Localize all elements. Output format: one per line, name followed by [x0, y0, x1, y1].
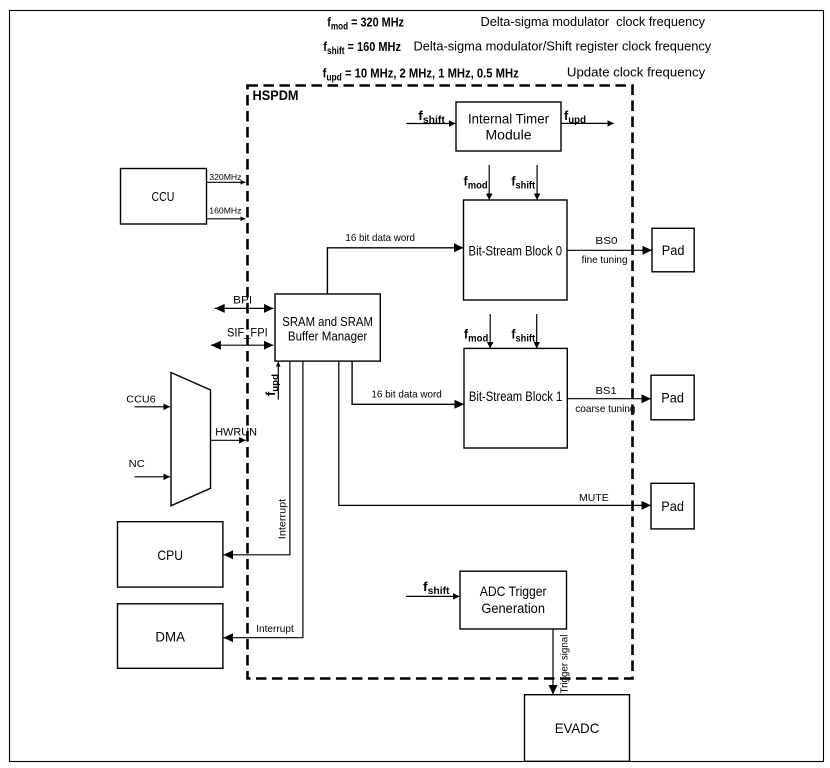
svg-text:Pad: Pad: [661, 498, 684, 514]
svg-text:ADC Trigger: ADC Trigger: [480, 583, 547, 599]
svg-text:DMA: DMA: [155, 628, 185, 644]
svg-text:SRAM and SRAM: SRAM and SRAM: [282, 314, 373, 329]
svg-text:HWRUN: HWRUN: [215, 427, 257, 439]
svg-text:Interrupt: Interrupt: [256, 623, 294, 635]
svg-text:Update clock frequency: Update clock frequency: [567, 64, 706, 79]
svg-text:Pad: Pad: [661, 390, 684, 406]
svg-text:coarse tuning: coarse tuning: [575, 403, 635, 415]
svg-text:160MHz: 160MHz: [209, 206, 241, 216]
svg-text:EVADC: EVADC: [555, 720, 600, 736]
svg-text:Interrupt: Interrupt: [277, 499, 289, 539]
svg-text:16 bit data word: 16 bit data word: [371, 389, 442, 401]
svg-text:CPU: CPU: [157, 547, 183, 563]
svg-text:BS0: BS0: [595, 235, 617, 247]
svg-text:320MHz: 320MHz: [209, 172, 241, 182]
svg-text:fupd = 10 MHz, 2 MHz, 1 MHz, 0: fupd = 10 MHz, 2 MHz, 1 MHz, 0.5 MHz: [323, 66, 520, 84]
svg-text:CCU6: CCU6: [126, 394, 155, 406]
svg-text:16 bit data word: 16 bit data word: [345, 232, 415, 244]
svg-text:Trigger signal: Trigger signal: [559, 635, 571, 694]
svg-text:Delta-sigma modulator clock f: Delta-sigma modulator clock frequency: [481, 14, 706, 29]
svg-text:Buffer Manager: Buffer Manager: [288, 329, 368, 344]
svg-text:Pad: Pad: [662, 242, 685, 258]
svg-text:SIF_FPI: SIF_FPI: [227, 328, 268, 340]
svg-text:BPI: BPI: [233, 294, 252, 306]
svg-text:Delta-sigma modulator/Shift re: Delta-sigma modulator/Shift register clo…: [414, 39, 712, 54]
svg-text:NC: NC: [129, 458, 146, 470]
svg-text:Internal Timer: Internal Timer: [468, 110, 549, 126]
svg-text:fine tuning: fine tuning: [582, 254, 628, 266]
svg-text:CCU: CCU: [152, 189, 175, 204]
svg-text:HSPDM: HSPDM: [253, 87, 299, 103]
svg-text:BS1: BS1: [596, 385, 617, 397]
svg-text:MUTE: MUTE: [579, 492, 609, 504]
svg-text:Generation: Generation: [481, 600, 545, 616]
svg-text:Bit-Stream Block 0: Bit-Stream Block 0: [469, 243, 563, 259]
svg-text:Module: Module: [486, 127, 532, 143]
svg-text:Bit-Stream Block 1: Bit-Stream Block 1: [469, 388, 563, 404]
